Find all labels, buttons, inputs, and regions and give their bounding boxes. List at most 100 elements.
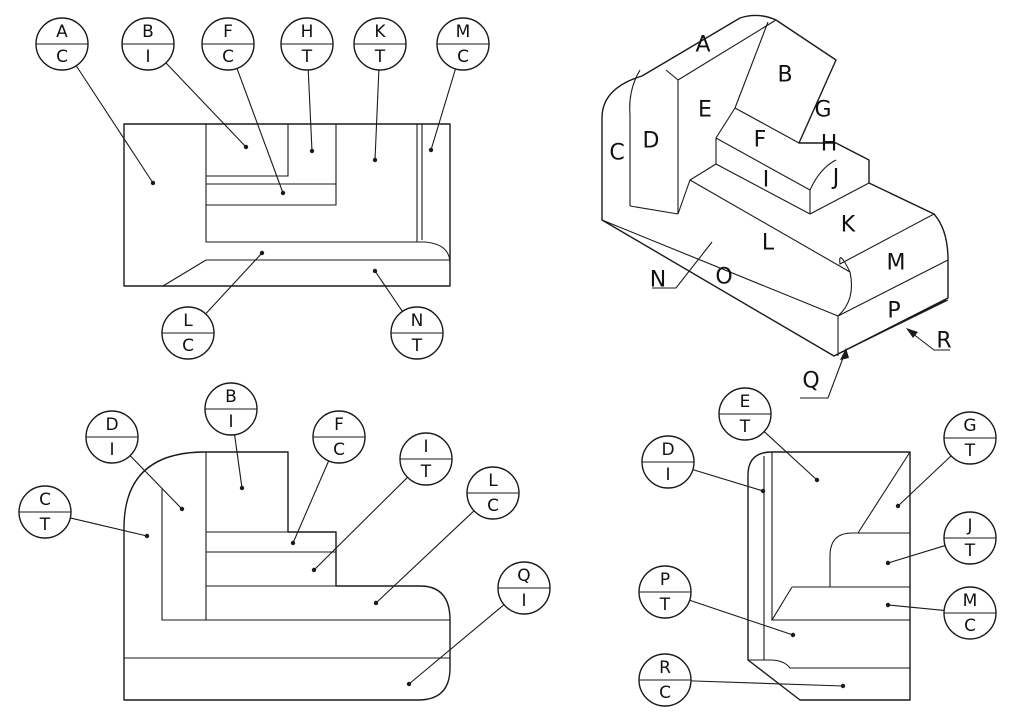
iso-J-bottom: [809, 182, 870, 215]
iso-Q-arrowhead: [840, 348, 849, 360]
iso-face-label-N: N: [650, 268, 666, 293]
callout-front-F: FC: [290, 410, 366, 546]
callout-surface-code: I: [521, 591, 526, 611]
front-view: [123, 451, 451, 701]
iso-E-left: [665, 69, 679, 214]
callout-face-letter: M: [963, 591, 978, 611]
side-view-P-edge: [771, 586, 910, 621]
callout-surface-code: T: [659, 595, 671, 615]
iso-face-label-A: A: [695, 33, 710, 58]
callout-top-L: LC: [161, 250, 265, 360]
callout-target-dot: [790, 632, 796, 638]
callout-target-dot: [895, 503, 901, 509]
callout-face-letter: L: [183, 311, 193, 331]
callout-leader: [307, 69, 313, 152]
iso-Q-leader: [800, 349, 847, 399]
callout-face-letter: B: [142, 22, 154, 42]
iso-L-back: [677, 163, 717, 215]
iso-face-label-G: G: [814, 98, 831, 123]
callout-front-D: DI: [85, 410, 185, 512]
callout-target-dot: [885, 560, 891, 566]
side-view: [747, 451, 911, 701]
callout-front-Q: QI: [406, 561, 551, 687]
callout-target-dot: [259, 250, 265, 256]
callout-face-letter: H: [301, 22, 314, 42]
iso-B-left: [734, 21, 769, 109]
iso-P-top: [837, 259, 949, 317]
iso-face-label-L: L: [762, 231, 775, 256]
callout-leader: [234, 434, 243, 489]
callout-face-letter: F: [334, 415, 344, 435]
callout-target-dot: [243, 144, 249, 150]
callout-surface-code: T: [964, 441, 976, 461]
callout-leader: [887, 545, 946, 564]
iso-face-label-H: H: [821, 132, 838, 157]
callout-target-dot: [814, 477, 820, 483]
callout-target-dot: [885, 602, 891, 608]
callout-side-J: JT: [885, 511, 997, 566]
iso-O-edge: [601, 219, 839, 317]
callout-face-letter: A: [56, 22, 68, 42]
callout-side-R: RC: [638, 653, 846, 707]
iso-face-label-P: P: [887, 299, 900, 324]
callout-target-dot: [428, 147, 434, 153]
callout-side-G: GT: [895, 411, 997, 509]
callout-top-N: NT: [372, 268, 444, 360]
iso-face-label-I: I: [763, 168, 770, 193]
callout-target-dot: [311, 567, 317, 573]
callout-surface-code: T: [39, 515, 51, 535]
callout-surface-code: T: [301, 47, 313, 67]
callout-surface-code: C: [333, 440, 345, 460]
callout-face-letter: R: [659, 658, 671, 678]
top-view: [123, 123, 451, 287]
callout-surface-code: C: [182, 336, 194, 356]
callout-target-dot: [280, 190, 286, 196]
callout-surface-code: C: [487, 496, 499, 516]
callout-face-letter: E: [740, 392, 751, 412]
iso-F-edge: [715, 107, 811, 215]
top-view-B-edge: [205, 124, 337, 206]
callout-leader: [129, 455, 183, 510]
callout-face-letter: P: [660, 570, 670, 590]
callout-leader: [374, 69, 380, 161]
callout-leader: [75, 65, 154, 184]
callout-top-M: MC: [428, 17, 490, 153]
callout-surface-code: T: [739, 417, 751, 437]
callout-surface-code: C: [222, 47, 234, 67]
iso-face-label-Q: Q: [802, 369, 819, 394]
side-view-outline: [747, 451, 911, 701]
iso-face-label-D: D: [643, 129, 660, 154]
callout-surface-code: T: [964, 541, 976, 561]
iso-face-label-J: J: [831, 166, 840, 191]
callout-leader: [408, 604, 505, 685]
callout-front-B: BI: [204, 382, 258, 491]
callout-leader: [165, 62, 247, 148]
iso-N-leader: [652, 241, 713, 289]
top-view-chamfer-edge: [162, 259, 207, 287]
callout-top-B: BI: [121, 17, 249, 150]
callout-leader: [692, 469, 764, 492]
iso-face-label-R: R: [936, 329, 951, 354]
callout-surface-code: C: [457, 47, 469, 67]
callout-leader: [70, 517, 148, 537]
iso-face-label-K: K: [841, 213, 856, 238]
callout-target-dot: [179, 506, 185, 512]
callout-target-dot: [372, 157, 378, 163]
callout-face-letter: I: [423, 437, 428, 457]
callout-leader: [690, 680, 844, 687]
callout-target-dot: [144, 533, 150, 539]
callout-target-dot: [373, 600, 379, 606]
top-view-outline: [123, 123, 451, 287]
callout-leader: [236, 68, 284, 194]
callout-face-letter: C: [39, 490, 51, 510]
callout-surface-code: I: [665, 465, 670, 485]
callout-surface-code: T: [411, 336, 423, 356]
callout-surface-code: C: [56, 47, 68, 67]
iso-face-label-C: C: [609, 141, 624, 166]
callout-target-dot: [239, 485, 245, 491]
callout-target-dot: [290, 540, 296, 546]
iso-face-label-M: M: [887, 251, 906, 276]
callout-leader: [292, 460, 330, 544]
